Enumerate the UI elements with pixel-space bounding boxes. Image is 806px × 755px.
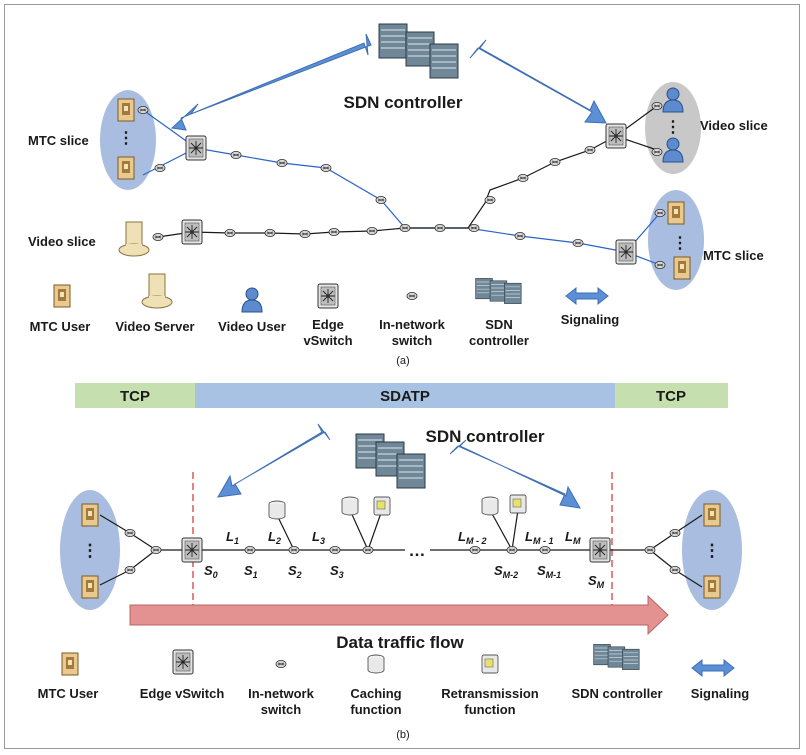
signaling-arrow-icon (565, 286, 609, 306)
legend-mtc-user: MTC User (30, 319, 91, 334)
svg-text:SM-2: SM-2 (494, 563, 518, 580)
in-network-switch-icon (275, 660, 287, 668)
mtc-slice-left-area (100, 90, 156, 190)
caching-function-icon (481, 496, 499, 516)
svg-text:⋮: ⋮ (82, 541, 99, 560)
legend-edge-line1: Edge (312, 317, 344, 332)
sdn-controller-label-b: SDN controller (425, 427, 544, 446)
edge-vswitch-icon (172, 649, 194, 675)
legend-b-signaling: Signaling (691, 686, 750, 701)
legend-a: MTC User Video Server Video User Edge vS… (30, 273, 620, 348)
edge-vswitches-a (181, 123, 637, 265)
svg-text:LM - 2: LM - 2 (458, 529, 486, 546)
mtc-slice-right-b (682, 490, 742, 610)
protocol-tcp-left: TCP (120, 388, 150, 405)
legend-b-retrans-2: function (464, 702, 515, 717)
protocol-bar: TCP SDATP TCP (75, 383, 728, 408)
legend-sdn-line2: controller (469, 333, 529, 348)
legend-b-edge: Edge vSwitch (140, 686, 225, 701)
signaling-arrow-icon (691, 658, 735, 678)
switch-labels: S0 S1 S2 S3 SM-2 SM-1 SM (204, 563, 605, 590)
svg-text:⋮: ⋮ (672, 235, 688, 252)
sdn-controller-label: SDN controller (343, 93, 462, 112)
path-ellipsis: … (409, 541, 426, 560)
link-labels: L1 L2 L3 LM - 2 LM - 1 LM (226, 529, 581, 546)
caching-function-icon (341, 496, 359, 516)
mtc-user-icon (61, 652, 79, 676)
edge-vswitch-icon (317, 283, 339, 309)
svg-text:S0: S0 (204, 563, 218, 580)
legend-b-cache-2: function (350, 702, 401, 717)
in-network-switch-icon (406, 291, 418, 301)
part-b: SDN controller ⋮ ⋮ (38, 423, 750, 741)
svg-text:L2: L2 (268, 529, 281, 546)
legend-video-user: Video User (218, 319, 286, 334)
mtc-user-icon (667, 201, 685, 225)
mtc-slice-left-label: MTC slice (28, 133, 89, 148)
sdn-controller-icon (475, 278, 522, 304)
legend-b-innet-1: In-network (248, 686, 314, 701)
signaling-arrow-left (170, 33, 372, 131)
data-flow-label: Data traffic flow (336, 633, 464, 652)
svg-text:L3: L3 (312, 529, 325, 546)
svg-text:⋮: ⋮ (118, 130, 134, 147)
legend-b-cache-1: Caching (350, 686, 401, 701)
caption-a: (a) (396, 355, 409, 367)
retransmission-function-icon (509, 494, 527, 514)
data-flow-arrow (129, 594, 669, 636)
mtc-slice-right-label: MTC slice (703, 248, 764, 263)
legend-b-innet-2: switch (261, 702, 302, 717)
mtc-user-icon (117, 98, 135, 122)
legend-b-retrans-1: Retransmission (441, 686, 539, 701)
svg-text:S1: S1 (244, 563, 258, 580)
in-network-switches-a (137, 102, 666, 270)
legend-sdn-line1: SDN (485, 317, 512, 332)
legend-edge-line2: vSwitch (303, 333, 352, 348)
signaling-arrow-right-b (449, 439, 581, 509)
legend-b-mtc-user: MTC User (38, 686, 99, 701)
mtc-user-icon (117, 156, 135, 180)
retransmission-function-icon (481, 654, 499, 674)
svg-text:S3: S3 (330, 563, 344, 580)
svg-text:⋮: ⋮ (704, 541, 721, 560)
video-user-icon (241, 287, 263, 313)
sdn-controller-icon (355, 433, 426, 489)
protocol-sdatp: SDATP (380, 388, 430, 405)
edge-vswitch-sm (589, 537, 611, 563)
svg-text:L1: L1 (226, 529, 239, 546)
part-a: SDN controller ⋮ MTC slice ⋮ Video slice… (28, 23, 768, 367)
svg-text:LM: LM (565, 529, 581, 546)
video-slice-right-label: Video slice (700, 118, 768, 133)
legend-b: MTC User Edge vSwitch In-network switch … (38, 644, 750, 717)
legend-b-sdn: SDN controller (571, 686, 662, 701)
figure-frame (4, 4, 800, 749)
video-server-icon (141, 273, 173, 309)
legend-innet-line1: In-network (379, 317, 445, 332)
caching-function-icon (268, 500, 286, 520)
svg-text:SM: SM (588, 573, 605, 590)
protocol-tcp-right: TCP (656, 388, 686, 405)
sdn-controller-icon (593, 644, 640, 670)
mtc-slice-left-b (60, 490, 120, 610)
caching-function-icon (367, 654, 385, 674)
legend-signaling: Signaling (561, 312, 620, 327)
svg-text:LM - 1: LM - 1 (525, 529, 553, 546)
svg-text:SM-1: SM-1 (537, 563, 561, 580)
edge-vswitch-s0 (181, 537, 203, 563)
video-server-icon (118, 221, 150, 257)
video-slice-left-label: Video slice (28, 234, 96, 249)
svg-text:S2: S2 (288, 563, 302, 580)
svg-text:⋮: ⋮ (665, 119, 681, 136)
caption-b: (b) (396, 729, 409, 741)
mtc-user-icon (53, 284, 71, 308)
legend-video-server: Video Server (115, 319, 194, 334)
mtc-user-icon (673, 256, 691, 280)
signaling-arrow-right (469, 39, 607, 124)
signaling-arrow-left-b (217, 423, 331, 498)
sdn-controller-icon (378, 23, 459, 79)
legend-innet-line2: switch (392, 333, 433, 348)
retransmission-function-icon (373, 496, 391, 516)
